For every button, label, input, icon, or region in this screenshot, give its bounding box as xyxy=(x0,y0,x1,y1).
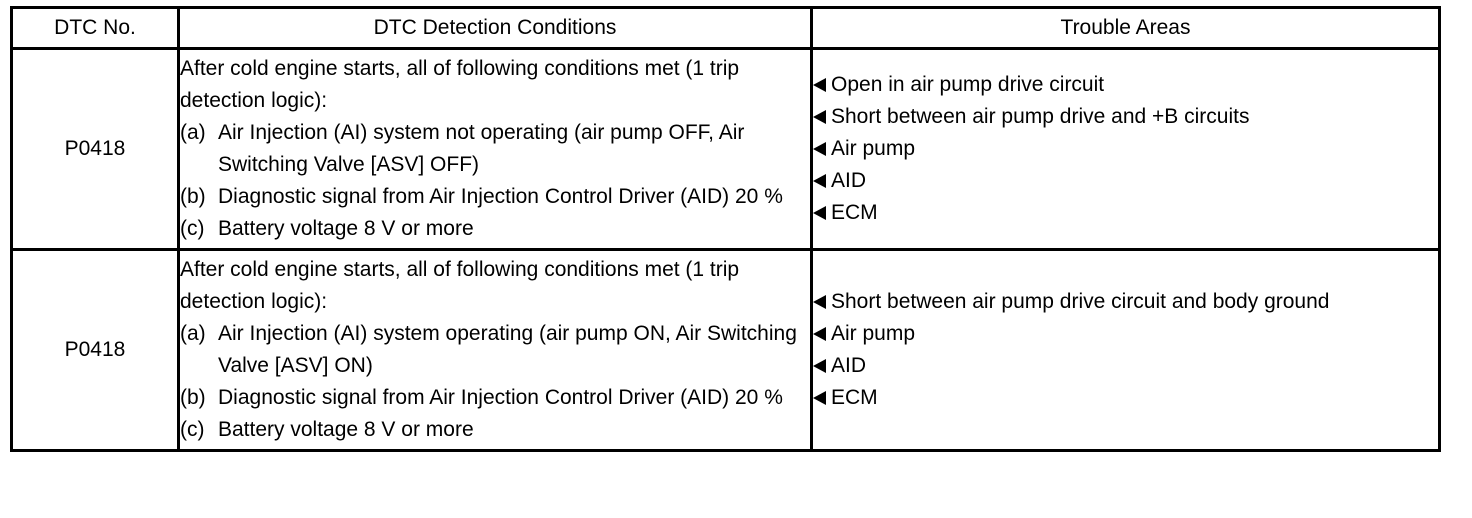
condition-item-text: Air Injection (AI) system not operating … xyxy=(218,121,745,176)
condition-item-text: Battery voltage 8 V or more xyxy=(218,217,474,240)
triangle-left-icon xyxy=(813,295,826,309)
triangle-left-icon xyxy=(813,206,826,220)
column-header-trouble-areas: Trouble Areas xyxy=(810,6,1441,50)
triangle-left-icon xyxy=(813,359,826,373)
condition-intro-line: detection logic): xyxy=(180,89,328,112)
trouble-area-text: ECM xyxy=(831,201,878,224)
trouble-area-item: Open in air pump drive circuit xyxy=(813,69,1438,101)
column-header-dtc-detection-conditions: DTC Detection Conditions xyxy=(177,6,813,50)
detection-conditions-cell: After cold engine starts, all of followi… xyxy=(177,248,813,452)
trouble-area-text: ECM xyxy=(831,386,878,409)
condition-item-label: (b) xyxy=(180,185,206,208)
trouble-areas-cell: Open in air pump drive circuit Short bet… xyxy=(810,47,1441,251)
condition-item-text: Battery voltage 8 V or more xyxy=(218,418,474,441)
condition-item-label: (c) xyxy=(180,418,205,441)
trouble-area-item: Air pump xyxy=(813,133,1438,165)
trouble-area-item: AID xyxy=(813,350,1438,382)
trouble-area-item: ECM xyxy=(813,382,1438,414)
condition-item: (b) Diagnostic signal from Air Injection … xyxy=(180,382,810,414)
triangle-left-icon xyxy=(813,174,826,188)
triangle-left-icon xyxy=(813,142,826,156)
condition-item-text: Diagnostic signal from Air Injection Con… xyxy=(218,386,783,409)
condition-item: (c) Battery voltage 8 V or more xyxy=(180,414,810,446)
condition-item: (b) Diagnostic signal from Air Injection … xyxy=(180,181,810,213)
trouble-area-item: ECM xyxy=(813,197,1438,229)
condition-item-text: Air Injection (AI) system operating (air… xyxy=(218,322,797,377)
trouble-area-item: Short between air pump drive circuit and… xyxy=(813,286,1438,318)
dtc-number-cell: P0418 xyxy=(10,248,180,452)
table-header-row: DTC No. DTC Detection Conditions Trouble… xyxy=(10,6,1441,50)
triangle-left-icon xyxy=(813,110,826,124)
dtc-number-cell: P0418 xyxy=(10,47,180,251)
trouble-areas-cell: Short between air pump drive circuit and… xyxy=(810,248,1441,452)
triangle-left-icon xyxy=(813,391,826,405)
dtc-table: DTC No. DTC Detection Conditions Trouble… xyxy=(10,6,1441,452)
trouble-area-text: Air pump xyxy=(831,137,916,160)
dtc-table-container: DTC No. DTC Detection Conditions Trouble… xyxy=(10,6,1441,452)
trouble-area-text: Open in air pump drive circuit xyxy=(831,73,1105,96)
condition-item-text: Diagnostic signal from Air Injection Con… xyxy=(218,185,783,208)
condition-item-label: (a) xyxy=(180,322,206,345)
table-row: P0418 After cold engine starts, all of f… xyxy=(10,47,1441,251)
condition-item: (c) Battery voltage 8 V or more xyxy=(180,213,810,245)
condition-item: (a) Air Injection (AI) system not operati… xyxy=(180,117,810,181)
trouble-area-item: Air pump xyxy=(813,318,1438,350)
condition-item-label: (c) xyxy=(180,217,205,240)
trouble-area-text: Air pump xyxy=(831,322,916,345)
trouble-area-text: Short between air pump drive circuit and… xyxy=(831,290,1330,313)
trouble-area-text: Short between air pump drive and +B circ… xyxy=(831,105,1250,128)
detection-conditions-cell: After cold engine starts, all of followi… xyxy=(177,47,813,251)
column-header-dtc-no: DTC No. xyxy=(10,6,180,50)
condition-intro-line: detection logic): xyxy=(180,290,328,313)
trouble-area-item: Short between air pump drive and +B circ… xyxy=(813,101,1438,133)
trouble-area-text: AID xyxy=(831,169,867,192)
triangle-left-icon xyxy=(813,78,826,92)
triangle-left-icon xyxy=(813,327,826,341)
trouble-area-text: AID xyxy=(831,354,867,377)
condition-intro-line: After cold engine starts, all of followi… xyxy=(180,258,740,281)
condition-item: (a) Air Injection (AI) system operating (… xyxy=(180,318,810,382)
condition-item-label: (b) xyxy=(180,386,206,409)
table-row: P0418 After cold engine starts, all of f… xyxy=(10,248,1441,452)
condition-intro-line: After cold engine starts, all of followi… xyxy=(180,57,740,80)
trouble-area-item: AID xyxy=(813,165,1438,197)
condition-item-label: (a) xyxy=(180,121,206,144)
